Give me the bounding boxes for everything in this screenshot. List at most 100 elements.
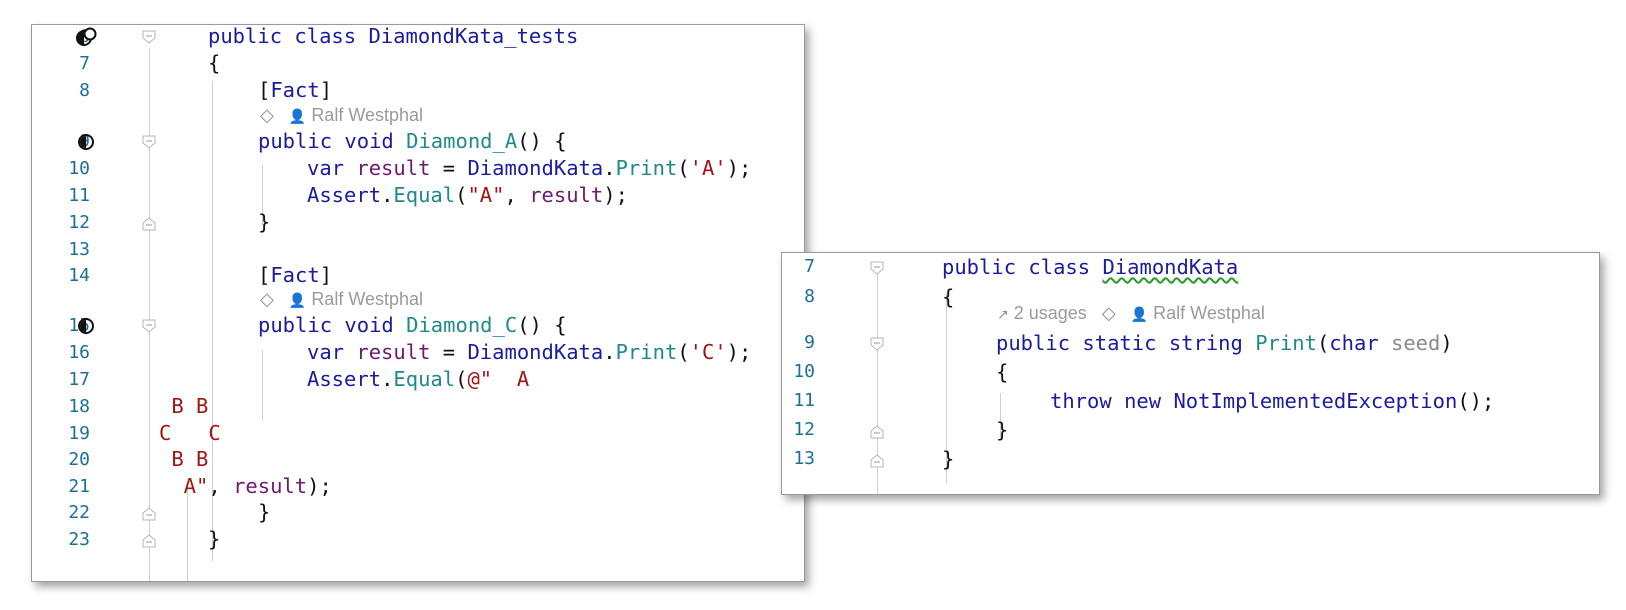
fold-end-icon[interactable] — [870, 453, 884, 468]
user-icon: 👤 — [1130, 307, 1149, 323]
code-line: 22 } — [32, 499, 804, 526]
line-number: 19 — [68, 423, 90, 444]
code-vision-hint[interactable]: ◇ 👤 Ralf Westphal — [260, 103, 423, 129]
user-icon: 👤 — [288, 109, 307, 125]
fold-marker-icon[interactable] — [142, 134, 156, 149]
run-test-icon[interactable] — [78, 134, 94, 150]
code-line: 10 var result = DiamondKata.Print('A'); — [32, 155, 804, 182]
line-number: 14 — [68, 265, 90, 286]
code-text: B B — [159, 394, 209, 418]
line-number: 17 — [68, 369, 90, 390]
run-debug-icon[interactable] — [76, 27, 98, 47]
fold-end-icon[interactable] — [870, 424, 884, 439]
code-text: public class DiamondKata — [942, 255, 1239, 279]
indent-guide-line — [946, 293, 947, 483]
line-number: 7 — [804, 256, 815, 277]
code-line: 9 public static string Print(char seed) — [782, 328, 1599, 358]
line-number: 20 — [68, 449, 90, 470]
line-number: 21 — [68, 476, 90, 497]
code-text: var result = DiamondKata.Print('C'); — [307, 340, 752, 364]
diamond-icon: ◇ — [260, 289, 274, 310]
fold-marker-icon[interactable] — [870, 260, 884, 275]
code-text: C C — [159, 421, 221, 445]
author-name: Ralf Westphal — [311, 289, 424, 309]
line-number: 23 — [68, 529, 90, 550]
implementation-code-editor[interactable]: 7 public class DiamondKata 8 { ↗ 2 usage… — [781, 252, 1600, 495]
code-text: } — [942, 447, 955, 471]
indent-guide-line — [187, 485, 188, 581]
line-number: 7 — [79, 53, 90, 74]
indent-guide-line — [1000, 393, 1001, 438]
code-line: 12 } — [782, 415, 1599, 445]
code-line: 7 public class DiamondKata — [782, 253, 1599, 282]
fold-guide-line — [877, 263, 878, 494]
line-number: 16 — [68, 342, 90, 363]
code-line: 18 B B — [32, 393, 804, 420]
code-text: { — [996, 360, 1009, 384]
indent-guide-line — [212, 81, 213, 561]
code-text: [Fact] — [258, 78, 333, 102]
code-line: 6 public class DiamondKata_tests — [32, 25, 804, 50]
fold-marker-icon[interactable] — [142, 29, 156, 44]
line-number: 13 — [793, 448, 815, 469]
author-name: Ralf Westphal — [1153, 303, 1265, 323]
code-text: public static string Print(char seed) — [996, 331, 1453, 355]
code-line: 10 { — [782, 357, 1599, 387]
code-vision-hint[interactable]: ◇ 👤 Ralf Westphal — [260, 287, 423, 313]
indent-guide-line — [262, 350, 263, 420]
code-line: 23 } — [32, 526, 804, 553]
code-text: Assert.Equal("A", result); — [307, 183, 628, 207]
line-number: 11 — [68, 185, 90, 206]
code-line: 8 { — [782, 282, 1599, 312]
code-line: 13 — [32, 236, 804, 263]
code-line: 21 A", result); — [32, 473, 804, 500]
code-text: { — [208, 51, 221, 75]
fold-marker-icon[interactable] — [870, 336, 884, 351]
code-line: 13 } — [782, 444, 1599, 474]
diamond-icon: ◇ — [260, 105, 274, 126]
code-line: 8 [Fact] — [32, 77, 804, 104]
code-text: public void Diamond_C() { — [258, 313, 567, 337]
line-number: 12 — [68, 212, 90, 233]
code-text: } — [996, 418, 1009, 442]
diamond-icon: ◇ — [1101, 303, 1116, 324]
code-line: 16 var result = DiamondKata.Print('C'); — [32, 339, 804, 366]
line-number: 11 — [793, 390, 815, 411]
code-text: { — [942, 285, 955, 309]
line-number: 18 — [68, 396, 90, 417]
author-name: Ralf Westphal — [311, 105, 424, 125]
line-number: 12 — [793, 419, 815, 440]
line-number: 8 — [804, 286, 815, 307]
code-text: } — [258, 210, 271, 234]
fold-marker-icon[interactable] — [142, 318, 156, 333]
code-line: 7 { — [32, 50, 804, 77]
line-number: 8 — [79, 80, 90, 101]
code-line: 14 [Fact] — [32, 262, 804, 289]
line-number: 10 — [68, 158, 90, 179]
usages-icon: ↗ — [997, 307, 1009, 323]
code-text: } — [208, 527, 221, 551]
code-line: 15 public void Diamond_C() { — [32, 312, 804, 339]
code-text: throw new NotImplementedException(); — [1050, 389, 1495, 413]
code-text: B B — [159, 447, 209, 471]
code-text: var result = DiamondKata.Print('A'); — [307, 156, 752, 180]
code-line: 11 throw new NotImplementedException(); — [782, 386, 1599, 416]
line-number: 9 — [804, 332, 815, 353]
fold-end-icon[interactable] — [142, 216, 156, 231]
code-line: 17 Assert.Equal(@" A — [32, 366, 804, 393]
code-text: public void Diamond_A() { — [258, 129, 567, 153]
line-number: 13 — [68, 239, 90, 260]
fold-end-icon[interactable] — [142, 533, 156, 548]
fold-end-icon[interactable] — [142, 506, 156, 521]
code-line: 12 } — [32, 209, 804, 236]
run-test-icon[interactable] — [78, 318, 94, 334]
line-number: 10 — [793, 361, 815, 382]
usages-count: 2 usages — [1013, 303, 1087, 323]
test-code-editor[interactable]: 6 public class DiamondKata_tests 7 { 8 [… — [31, 24, 805, 582]
user-icon: 👤 — [288, 293, 307, 309]
indent-guide-line — [262, 165, 263, 225]
code-line: 9 public void Diamond_A() { — [32, 128, 804, 155]
code-line: 11 Assert.Equal("A", result); — [32, 182, 804, 209]
code-vision-hint[interactable]: ↗ 2 usages ◇ 👤 Ralf Westphal — [997, 301, 1265, 327]
code-text: [Fact] — [258, 263, 333, 287]
